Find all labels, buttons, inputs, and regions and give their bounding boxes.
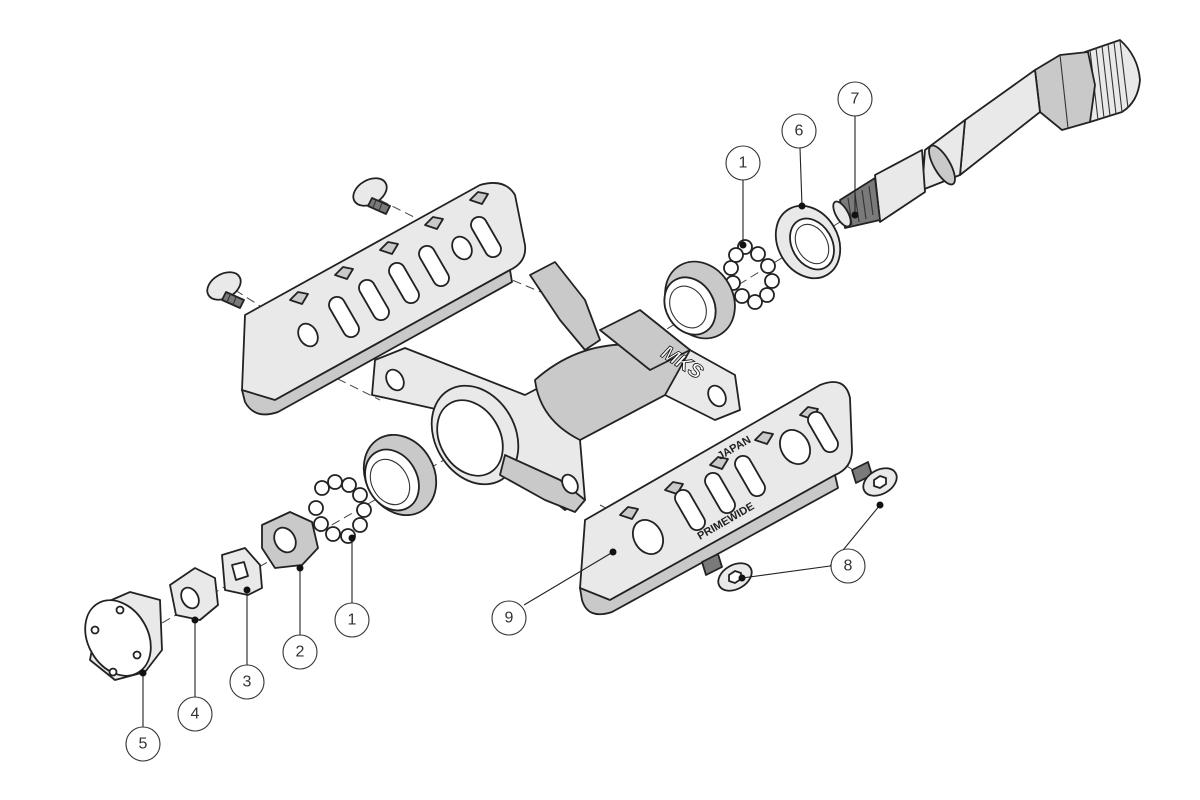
callout-6-label: 6 [795,123,804,140]
lock-nut-part [169,567,219,621]
callout-8: 8 [830,548,866,584]
screw-lower-b [701,553,753,592]
screw-upper-b [352,177,391,215]
callout-1-upper-label: 1 [739,155,748,172]
callout-3-label: 3 [243,674,252,691]
ball-bearings-upper [723,239,780,310]
callout-1-lower: 1 [334,602,370,638]
callout-9: 9 [491,600,527,636]
cone-nut-part [261,511,319,569]
callout-1-lower-label: 1 [348,612,357,629]
spindle-part [832,39,1141,229]
bearing-cup-upper [663,260,736,340]
callout-4: 4 [177,696,213,732]
callout-9-label: 9 [505,610,514,627]
screw-lower-a [851,461,898,497]
callout-7: 7 [837,81,873,117]
washer-part [221,547,263,596]
callout-2: 2 [282,634,318,670]
dust-cap-part [84,591,163,681]
callout-6: 6 [781,113,817,149]
screw-upper-a [206,271,245,309]
callout-3: 3 [229,664,265,700]
cage-plate-upper [241,182,527,416]
cage-plate-lower: JAPAN PRIMEWIDE [579,381,853,616]
bearing-race-part [774,204,842,280]
bearing-cup-lower [362,433,438,517]
callout-8-label: 8 [844,558,853,575]
callout-5-label: 5 [139,736,148,753]
pedal-body-part: MKS [371,261,741,513]
ball-bearings-lower [308,474,372,544]
leader-dots [139,202,884,677]
callout-7-label: 7 [851,91,860,108]
callout-4-label: 4 [191,706,200,723]
callout-5: 5 [125,726,161,762]
callout-2-label: 2 [296,644,305,661]
callout-1-upper: 1 [725,145,761,181]
leader-lines [142,115,881,727]
